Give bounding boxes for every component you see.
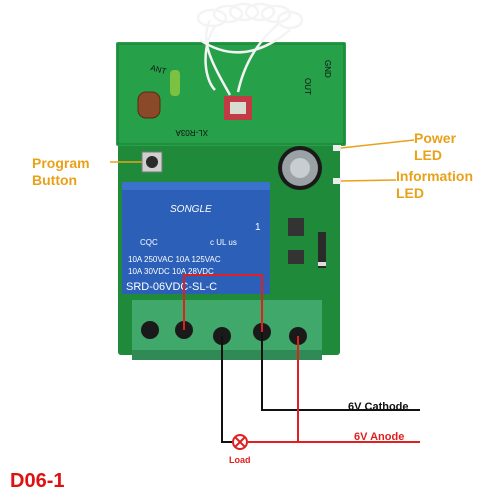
cathode-label: 6V Cathode xyxy=(348,401,409,413)
capacitor xyxy=(278,146,322,190)
relay-rating-1: 10A 250VAC 10A 125VAC xyxy=(128,255,221,264)
relay-cqc: CQC xyxy=(140,238,158,247)
ant-label: ANT xyxy=(149,63,167,76)
relay-rating-2: 10A 30VDC 10A 28VDC xyxy=(128,267,214,276)
out-label: OUT xyxy=(303,78,312,95)
cathode-wire xyxy=(261,332,420,411)
diode xyxy=(318,232,326,268)
terminal-block xyxy=(132,300,322,356)
small-inductor xyxy=(170,70,180,96)
information-led xyxy=(333,178,341,184)
relay-ul: c UL us xyxy=(210,238,237,247)
relay-model: SRD-06VDC-SL-C xyxy=(126,281,217,293)
program-button-label: Program Button xyxy=(32,155,90,188)
relay-pin-one: 1 xyxy=(255,222,261,233)
power-led-label: Power LED xyxy=(414,130,457,163)
relay-brand: SONGLE xyxy=(170,204,212,215)
gnd-label: GND xyxy=(323,60,332,78)
antenna-coil xyxy=(196,2,304,96)
info-callout xyxy=(340,179,397,182)
anode-label: 6V Anode xyxy=(354,431,405,443)
load-wire-black xyxy=(221,336,232,443)
power-led xyxy=(333,145,341,151)
receiver-label: XL-R03A xyxy=(175,128,208,137)
load-label: Load xyxy=(229,455,251,465)
model-label: D06-1 xyxy=(10,470,65,492)
power-callout xyxy=(340,139,415,149)
transistor xyxy=(288,218,304,236)
load-icon xyxy=(232,434,248,450)
receiver-board xyxy=(116,42,346,146)
red-jumper-wire xyxy=(183,274,263,332)
inductor xyxy=(137,91,161,119)
information-led-label: Information LED xyxy=(396,168,473,201)
